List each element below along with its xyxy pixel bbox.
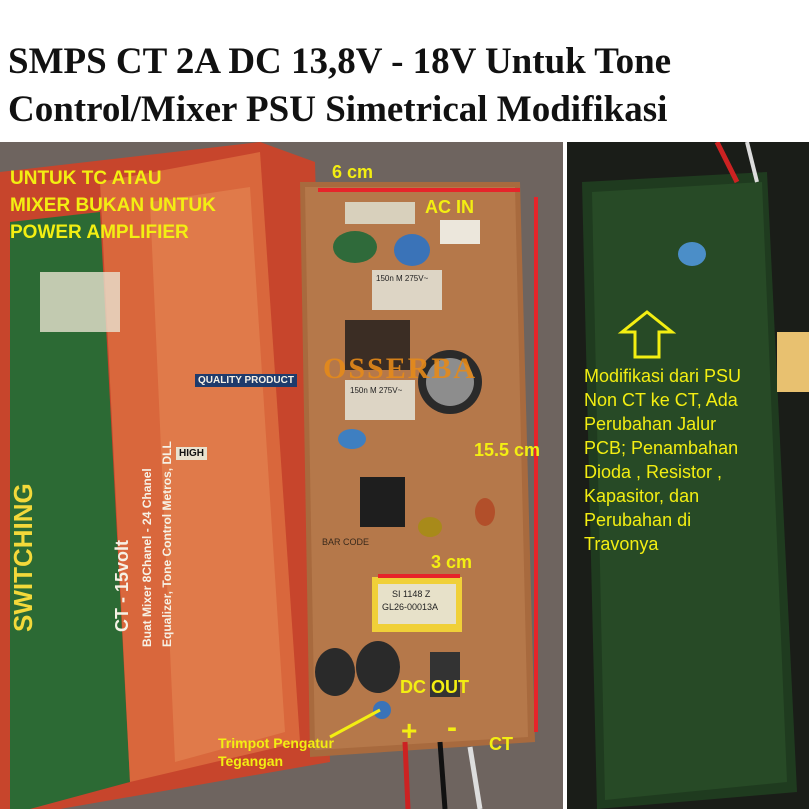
note-line-6: Kapasitor, dan [584,486,700,506]
blue-capacitor-back [678,242,706,266]
output-capacitor-2 [356,641,400,693]
packaging-green-side [10,212,130,809]
box-badge-quality: QUALITY PRODUCT [195,374,297,387]
box-spec-text: CT - 15volt [112,539,132,632]
box-usage-line-2: Equalizer, Tone Control Metros, DLL [160,441,174,647]
photo-right-pcb-back [567,142,809,809]
trimpot-annotation: Trimpot Pengatur Tegangan [218,734,334,770]
x-capacitor-1 [372,270,442,310]
capacitor-blue [394,234,430,266]
pcb-cap1-text: 150n M 275V~ [376,274,429,283]
ac-connector [440,220,480,244]
output-capacitor-1 [315,648,355,696]
trimpot-line-2: Tegangan [218,753,284,769]
note-line-1: Modifikasi dari PSU [584,366,742,386]
x-capacitor-2 [345,380,415,420]
plus-label: + [401,715,418,746]
note-line-4: PCB; Penambahan [584,438,739,458]
note-line-7: Perubahan di [584,510,692,530]
width-label: 6 cm [332,162,374,182]
pcb-barcode-text: BAR CODE [322,537,370,547]
transformer-width-label: 3 cm [431,552,473,572]
photo-left-drawing [0,142,563,809]
note-line-3: Perubahan Jalur [584,414,717,434]
trimpot [373,701,391,719]
box-brand-text: SWITCHING [8,483,38,632]
pcb-transformer-text-2: SI 1148 Z [392,589,431,599]
height-label: 15.5 cm [474,440,541,460]
warning-annotation: UNTUK TC ATAU MIXER BUKAN UNTUK POWER AM… [10,165,216,246]
page-title: SMPS CT 2A DC 13,8V - 18V Untuk Tone Con… [8,38,803,134]
note-line-5: Dioda , Resistor , [584,462,723,482]
photo-left-psu-board: UNTUK TC ATAU MIXER BUKAN UNTUK POWER AM… [0,142,563,809]
warning-line-2: MIXER BUKAN UNTUK [10,195,216,216]
pcb-cap2-text: 150n M 275V~ [350,386,403,395]
minus-label: - [447,711,457,744]
ct-label: CT [489,734,513,754]
title-line-1: SMPS CT 2A DC 13,8V - 18V Untuk Tone [8,41,672,82]
pcb-transformer-text: GL26-00013A [382,602,439,612]
modification-note: Modifikasi dari PSU Non CT ke CT, Ada Pe… [584,364,794,556]
photo-right-drawing [567,142,809,809]
dc-out-label: DC OUT [400,677,469,697]
title-line-2: Control/Mixer PSU Simetrical Modifikasi [8,89,668,130]
box-usage-line-1: Buat Mixer 8Chanel - 24 Chanel [140,468,154,647]
common-mode-choke [345,320,410,370]
ac-in-label: AC IN [425,197,474,217]
watermark: OSSERBA [323,352,478,385]
trimpot-line-1: Trimpot Pengatur [218,735,334,751]
up-arrow-icon [617,310,677,359]
heatsink [360,477,405,527]
warning-line-1: UNTUK TC ATAU [10,168,162,189]
box-badge-high: HIGH [176,447,207,460]
note-line-8: Travonya [584,534,659,554]
trimpot-arrow [329,708,381,739]
note-line-2: Non CT ke CT, Ada [584,390,738,410]
warning-line-3: POWER AMPLIFIER [10,222,189,243]
fuse [345,202,415,224]
